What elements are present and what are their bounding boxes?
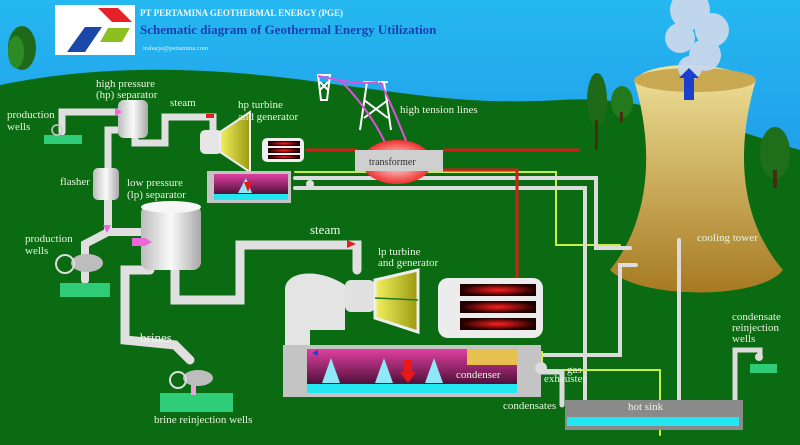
gas-exhauster-icon bbox=[535, 362, 547, 374]
gas-valve-icon bbox=[306, 180, 314, 188]
hp-turbine-generator: hp turbine and generator bbox=[200, 99, 304, 174]
condensate-reinjection-label-2: reinjection bbox=[732, 322, 780, 334]
cooling-tower: cooling tower bbox=[610, 0, 783, 293]
exhauster-label: exhauster bbox=[544, 373, 586, 385]
main-condenser: condenser gas exhauster bbox=[283, 345, 586, 397]
condensate-reinjection-label-1: condensate bbox=[732, 311, 781, 323]
hot-sink: hot sink bbox=[565, 400, 743, 430]
up-arrow-icon bbox=[679, 68, 699, 100]
production-wells-label: production bbox=[7, 109, 55, 121]
hp-turbine-label: hp turbine bbox=[238, 99, 283, 111]
flow-arrow-icon bbox=[115, 108, 122, 116]
steam-label-mid: steam bbox=[310, 222, 340, 237]
flow-arrow-icon bbox=[206, 114, 214, 118]
high-tension-lines-label: high tension lines bbox=[400, 104, 478, 116]
cooling-tower-label: cooling tower bbox=[697, 232, 758, 244]
diagram-title: Schematic diagram of Geothermal Energy U… bbox=[140, 22, 437, 37]
steam-plume bbox=[665, 0, 729, 80]
production-wells-mid-label: production bbox=[25, 233, 73, 245]
lp-turbine-label-2: and generator bbox=[378, 257, 438, 269]
brine-reinjection-label: brine reinjection wells bbox=[154, 414, 252, 426]
company-name: PT PERTAMINA GEOTHERMAL ENERGY (PGE) bbox=[140, 8, 343, 18]
transformer: transformer bbox=[355, 140, 443, 184]
flow-arrow-icon bbox=[103, 225, 111, 233]
hp-separator-label: high pressure bbox=[96, 78, 155, 90]
production-wells-top: production wells bbox=[7, 109, 82, 144]
valve-icon bbox=[755, 353, 763, 361]
gas-label: gas bbox=[567, 364, 582, 376]
flow-arrow-icon bbox=[347, 240, 356, 248]
lp-separator-label-2: (lp) separator bbox=[127, 189, 186, 201]
hp-separator-label-2: (hp) separator bbox=[96, 89, 158, 101]
lp-separator-label: low pressure bbox=[127, 177, 183, 189]
lp-separator-tank bbox=[141, 205, 201, 270]
contact-email: iraharjo@pertamina.com bbox=[143, 45, 208, 52]
hp-separator-tank bbox=[118, 100, 148, 138]
flasher-tank bbox=[93, 168, 119, 200]
hot-sink-label: hot sink bbox=[628, 401, 664, 413]
brine-reinjection-wells: brine reinjection wells bbox=[154, 370, 252, 426]
pipes bbox=[58, 108, 763, 436]
production-wells-mid: production wells bbox=[25, 233, 110, 297]
condensates-label: condensates bbox=[503, 400, 556, 412]
hp-condenser bbox=[207, 171, 314, 203]
condenser-label: condenser bbox=[456, 369, 501, 381]
condensate-reinjection-wells: condensate reinjection wells bbox=[732, 311, 781, 373]
transformer-label: transformer bbox=[369, 157, 416, 168]
lp-turbine-label: lp turbine bbox=[378, 246, 421, 258]
flasher-label: flasher bbox=[60, 176, 90, 188]
ground bbox=[0, 69, 800, 445]
hp-turbine-label-2: and generator bbox=[238, 111, 298, 123]
flow-arrow-icon bbox=[312, 350, 318, 356]
valve-icon bbox=[55, 254, 75, 274]
brines-label: brines bbox=[140, 330, 172, 345]
production-wells-mid-label-2: wells bbox=[25, 245, 48, 257]
flow-arrow-icon bbox=[132, 238, 152, 246]
lp-turbine-generator: lp turbine and generator bbox=[285, 246, 543, 345]
production-wells-label-2: wells bbox=[7, 121, 30, 133]
header: PT PERTAMINA GEOTHERMAL ENERGY (PGE) Sch… bbox=[55, 5, 437, 55]
trees bbox=[8, 26, 790, 188]
steam-label-top: steam bbox=[170, 97, 196, 109]
valve-icon bbox=[169, 371, 187, 389]
pertamina-logo-icon bbox=[67, 8, 132, 52]
condensate-reinjection-label-3: wells bbox=[732, 333, 755, 345]
power-lines bbox=[305, 148, 580, 278]
valve-icon bbox=[51, 124, 63, 136]
